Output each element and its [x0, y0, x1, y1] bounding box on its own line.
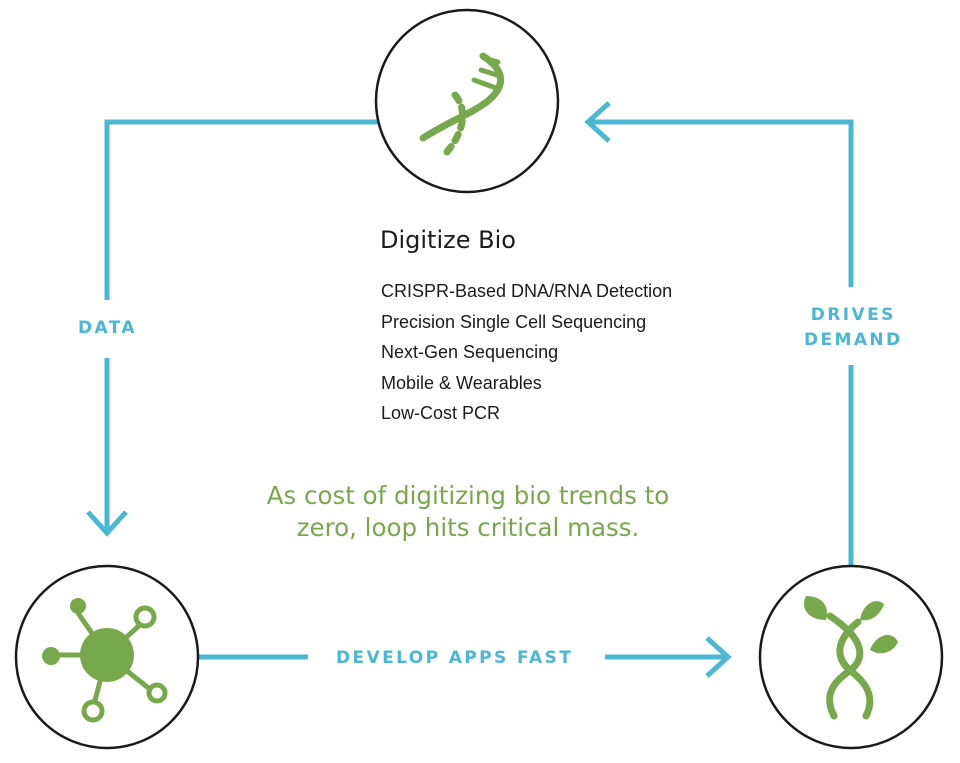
edge-label-drives-line: DEMAND	[804, 330, 903, 350]
arrowhead-left	[584, 101, 611, 143]
node-applications	[758, 564, 944, 750]
connector-data	[104, 119, 378, 532]
cell-hub-icon	[42, 598, 168, 723]
list-item: Precision Single Cell Sequencing	[381, 311, 647, 332]
edge-label-drives: DRIVES DEMAND	[804, 303, 903, 353]
edge-label-drives-line: DRIVES	[810, 305, 896, 325]
edge-label-data: DATA	[78, 318, 137, 338]
list-item: Low-Cost PCR	[381, 403, 501, 423]
node-ring	[374, 8, 560, 194]
node-ring	[758, 564, 944, 750]
dna-helix-icon	[419, 52, 504, 156]
arrowhead-right	[705, 636, 732, 678]
node-digitize	[374, 8, 560, 194]
tagline: As cost of digitizing bio trends to zero…	[266, 481, 670, 542]
list-item: Mobile & Wearables	[381, 372, 542, 393]
helix-sprout-icon	[804, 596, 898, 720]
node-platform	[14, 564, 200, 750]
flow-connectors	[86, 101, 854, 678]
list-item: Next-Gen Sequencing	[381, 342, 559, 362]
arrowhead-down	[86, 510, 128, 537]
list-item: CRISPR-Based DNA/RNA Detection	[381, 281, 673, 301]
connector-drives	[589, 119, 854, 566]
edge-label-develop: DEVELOP APPS FAST	[336, 648, 574, 668]
technology-list: CRISPR-Based DNA/RNA Detection Precision…	[381, 276, 672, 429]
node-title: Digitize Bio	[380, 226, 516, 254]
